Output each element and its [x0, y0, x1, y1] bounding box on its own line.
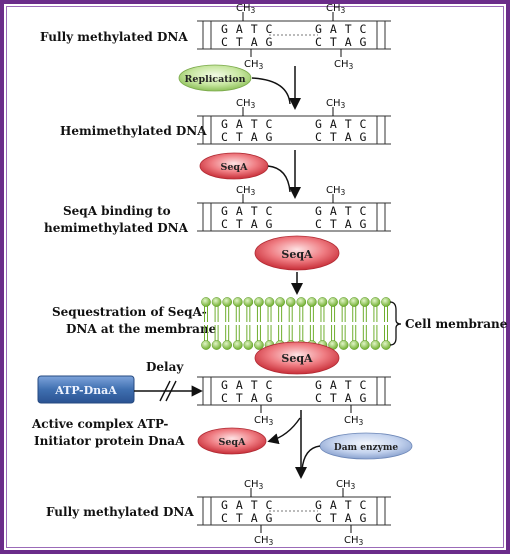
atp-dnaa-label: ATP-DnaA [54, 384, 117, 397]
dna6-ch3-bottom-right: CH3 [344, 535, 364, 547]
lipid-head [307, 297, 317, 307]
lipid-head [254, 297, 264, 307]
lipid-head [370, 297, 381, 307]
lipid-head [296, 297, 307, 307]
dna2-ch3-left: CH3 [236, 98, 256, 110]
label-fully-methylated-top: Fully methylated DNA [40, 30, 188, 44]
lipid-head [381, 340, 391, 350]
lipid-head [222, 297, 233, 307]
dna6-top-right: G A T C [315, 498, 367, 512]
dna5-bottom-right: C T A G [315, 391, 367, 405]
lipid-head [264, 297, 275, 307]
dna5-ch3-left: CH3 [254, 415, 274, 427]
replication-step: Replication [178, 64, 301, 110]
dna2-ch3-right: CH3 [326, 98, 346, 110]
dna5-bottom-left: C T A G [221, 391, 273, 405]
dna2-top-left: G A T C [221, 117, 273, 131]
label-hemimethylated: Hemimethylated DNA [60, 124, 207, 138]
lipid-head [328, 297, 338, 307]
lipid-head [222, 340, 233, 350]
dna2-bottom-right: C T A G [315, 130, 367, 144]
dna3-ch3-right: CH3 [326, 185, 346, 197]
dna2-bottom-left: C T A G [221, 130, 273, 144]
label-delay: Delay [146, 360, 184, 374]
lipid-head [243, 340, 254, 350]
dna3-bottom-left: C T A G [221, 217, 273, 231]
seqa-pill-label-4: SeqA [219, 437, 247, 448]
label-sequestration-1: Sequestration of SeqA- [52, 305, 207, 319]
lipid-head [243, 297, 254, 307]
dna3-ch3-left: CH3 [236, 185, 256, 197]
dna6-ch3-top-left: CH3 [244, 479, 264, 491]
lipid-head [275, 297, 285, 307]
dna6-bottom-left: C T A G [221, 511, 273, 525]
lipid-head [338, 340, 349, 350]
lipid-head [211, 297, 222, 307]
dna1-ch3-bottom-left: CH3 [244, 59, 264, 71]
seqa-sequestered-pill: SeqA [254, 341, 340, 375]
dna1-ch3-top-left: CH3 [236, 3, 256, 15]
label-fully-methylated-bottom: Fully methylated DNA [46, 505, 194, 519]
lipid-head [349, 340, 360, 350]
dna3-top-right: G A T C [315, 204, 367, 218]
replication-pill-label: Replication [185, 74, 246, 85]
dna2-top-right: G A T C [315, 117, 367, 131]
dam-enzyme-pill-label: Dam enzyme [334, 443, 398, 453]
lipid-head [349, 297, 360, 307]
label-active-complex-2: Initiator protein DnaA [34, 434, 185, 448]
seqa-pill-label-3: SeqA [281, 352, 313, 365]
dna-duplex-5: G A T C G A T C C T A G C T A G CH3 CH3 [197, 376, 391, 427]
seqa-pill-label-2: SeqA [281, 248, 313, 261]
dna1-top-left: G A T C [221, 22, 273, 36]
lipid-head [381, 297, 391, 307]
label-active-complex-1: Active complex ATP- [31, 417, 168, 431]
dna1-ch3-bottom-right: CH3 [334, 59, 354, 71]
lipid-head [232, 340, 243, 350]
seqa-bound-pill: SeqA [254, 235, 340, 295]
dna-duplex-1: G A T C G A T C C T A G C T A G CH3 CH3 … [197, 3, 391, 71]
atp-dnaa-box: ATP-DnaA [37, 375, 135, 404]
dna5-top-left: G A T C [221, 378, 273, 392]
lipid-head [370, 340, 381, 350]
label-cell-membrane: Cell membrane [405, 317, 508, 331]
dna-duplex-2: G A T C G A T C C T A G C T A G CH3 CH3 [197, 98, 391, 145]
lipid-head [317, 297, 328, 307]
delay-arrow [134, 380, 203, 402]
seqa-binding-step: SeqA [199, 150, 301, 199]
lipid-head [211, 340, 222, 350]
dna5-ch3-right: CH3 [344, 415, 364, 427]
dna6-top-left: G A T C [221, 498, 273, 512]
dna3-top-left: G A T C [221, 204, 273, 218]
dna6-bottom-right: C T A G [315, 511, 367, 525]
dna1-bottom-left: C T A G [221, 35, 273, 49]
dna3-bottom-right: C T A G [315, 217, 367, 231]
dna1-bottom-right: C T A G [315, 35, 367, 49]
label-seqa-binding-2: hemimethylated DNA [44, 221, 189, 235]
lipid-head [201, 340, 211, 350]
lipid-head [285, 297, 296, 307]
membrane-brace [389, 301, 402, 346]
dna6-ch3-top-right: CH3 [336, 479, 356, 491]
dna-duplex-3: G A T C G A T C C T A G C T A G CH3 CH3 [197, 185, 391, 232]
lipid-head [254, 340, 264, 350]
lipid-head [338, 297, 349, 307]
dna1-top-right: G A T C [315, 22, 367, 36]
dna5-top-right: G A T C [315, 378, 367, 392]
seqa-release-step: SeqA [197, 417, 301, 455]
lipid-head [359, 297, 370, 307]
dna-duplex-6: G A T C G A T C C T A G C T A G CH3 CH3 … [197, 479, 391, 547]
seqa-pill-label-1: SeqA [221, 162, 249, 173]
label-seqa-binding-1: SeqA binding to [63, 204, 171, 218]
dam-enzyme-step: Dam enzyme [295, 410, 413, 479]
lipid-head [232, 297, 243, 307]
lipid-head [201, 297, 211, 307]
dna1-ch3-top-right: CH3 [326, 3, 346, 15]
lipid-head [359, 340, 370, 350]
label-sequestration-2: DNA at the membrane [66, 322, 217, 336]
dna6-ch3-bottom-left: CH3 [254, 535, 274, 547]
